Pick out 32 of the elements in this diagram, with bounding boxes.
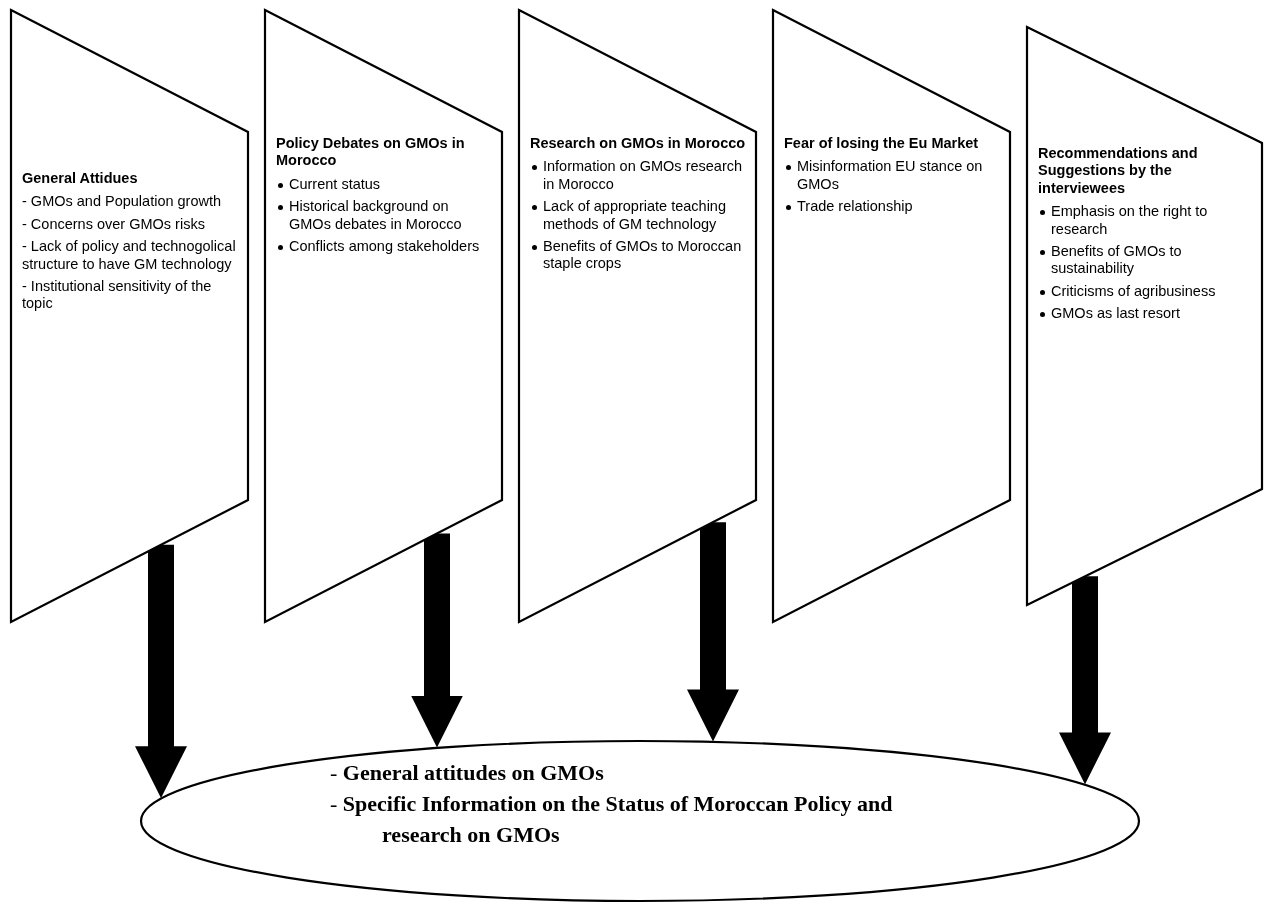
- list-item: Information on GMOs research in Morocco: [530, 158, 748, 194]
- summary-ellipse: [140, 740, 1140, 902]
- summary-point: - Specific Information on the Status of Moroccan Policy and research on GMOs: [330, 789, 894, 849]
- theme-panel: [773, 10, 1010, 622]
- list-item: Emphasis on the right to research: [1038, 203, 1256, 238]
- list-item: Criticisms of agribusiness: [1038, 282, 1256, 301]
- block-arrow: [1059, 576, 1111, 785]
- list-item: - GMOs and Population growth: [22, 193, 223, 211]
- list-item: Conflicts among stakeholders: [276, 237, 494, 256]
- theme-panel: [11, 10, 248, 622]
- list-item: Benefits of GMOs to sustainability: [1038, 242, 1256, 278]
- list-item: - Lack of policy and technogolical structure to have GM technology: [22, 238, 237, 273]
- list-item: Current status: [276, 175, 494, 194]
- panel-heading: Research on GMOs in Morocco: [530, 135, 747, 153]
- list-item: Benefits of GMOs to Moroccan staple crops: [530, 237, 748, 273]
- list-item: Trade relationship: [784, 198, 1002, 216]
- theme-panel: [265, 10, 502, 622]
- list-item: Lack of appropriate teaching methods of GM technology: [530, 198, 748, 233]
- block-arrow: [135, 544, 187, 799]
- theme-panel: [1027, 27, 1262, 605]
- list-item: GMOs as last resort: [1038, 305, 1256, 323]
- panel-heading: Fear of losing the Eu Market: [784, 135, 980, 153]
- theme-panel: [519, 10, 756, 622]
- panel-heading: General Attidues: [22, 170, 139, 188]
- summary-point: - General attitudes on GMOs: [330, 759, 605, 787]
- panel-heading: Recommendations and Suggestions by the interviewees: [1038, 145, 1199, 198]
- panel-heading: Policy Debates on GMOs in Morocco: [276, 135, 466, 170]
- block-arrow: [411, 533, 463, 748]
- list-item: - Concerns over GMOs risks: [22, 215, 206, 234]
- list-item: - Institutional sensitivity of the topic: [22, 277, 213, 313]
- list-item: Misinformation EU stance on GMOs: [784, 158, 1002, 194]
- list-item: Historical background on GMOs debates in Morocco: [276, 198, 494, 233]
